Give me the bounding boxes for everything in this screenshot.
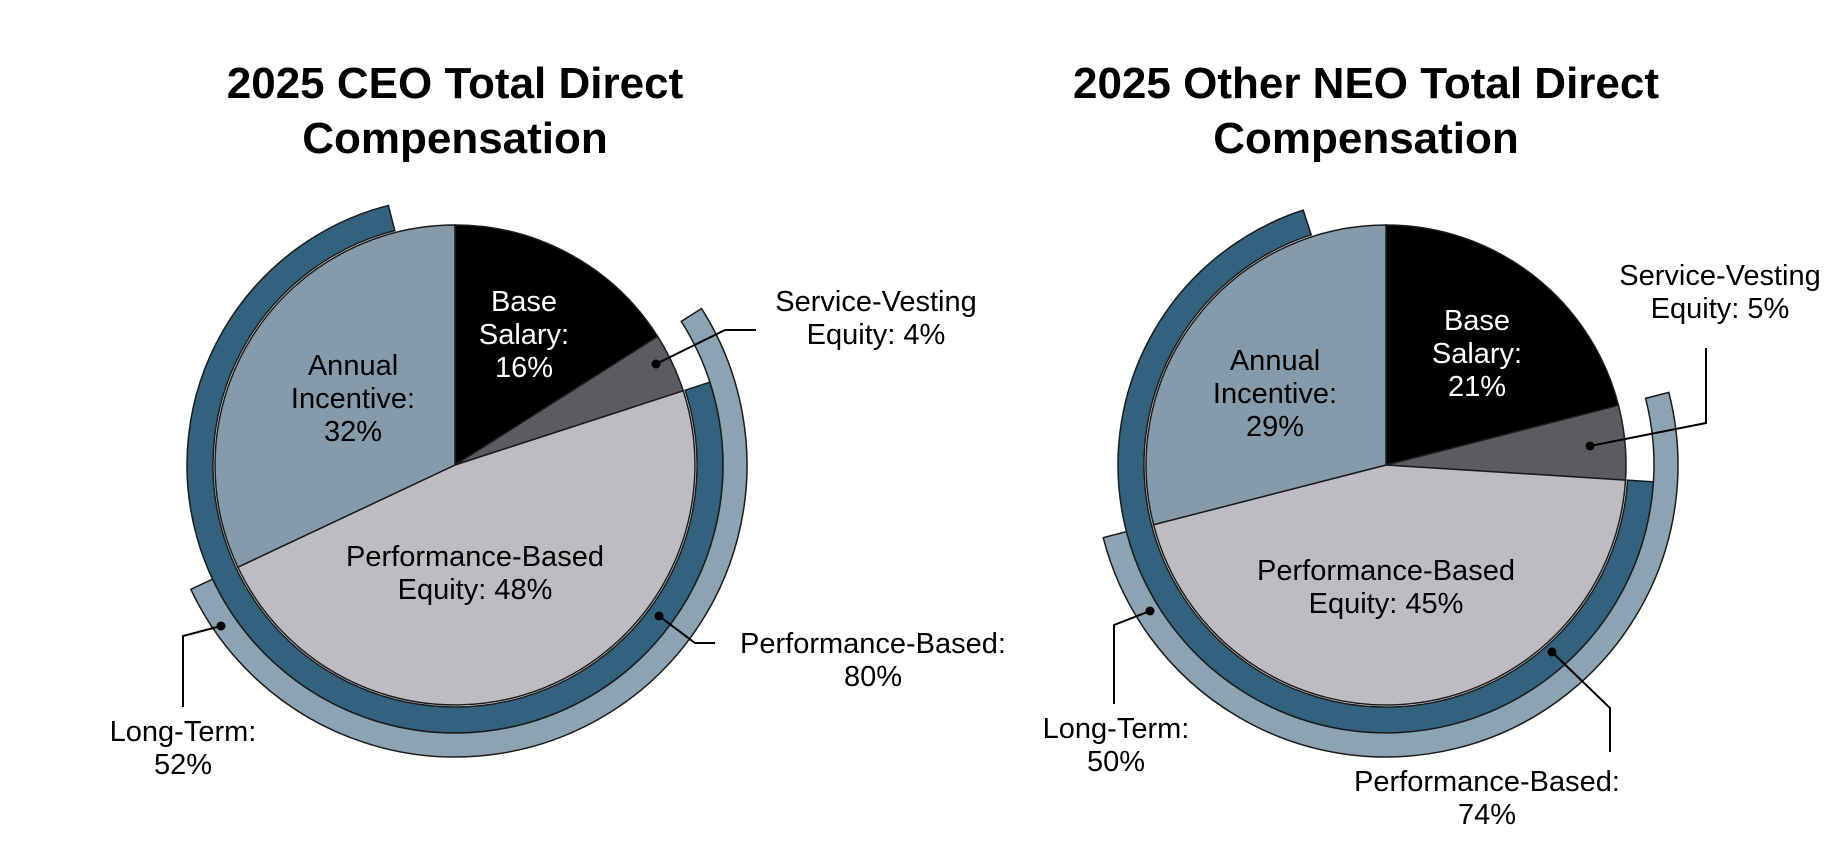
ring-label-performance-ring: 74%: [1458, 799, 1516, 831]
chart-title: Compensation: [1213, 114, 1519, 163]
ring-label-long-term-ring: 50%: [1087, 746, 1145, 778]
ring-label-long-term-ring: Long-Term:: [110, 716, 257, 748]
ring-label-long-term-ring: Long-Term:: [1043, 713, 1190, 745]
slice-label-performance-equity: Performance-Based: [1257, 555, 1515, 587]
slice-label-performance-equity: Equity: 48%: [398, 574, 553, 606]
ring-long-term: [1102, 391, 1679, 758]
slice-label-annual-incentive: Incentive:: [291, 383, 415, 415]
slice-label-base-salary: 16%: [495, 352, 553, 384]
slice-base-salary: [454, 224, 659, 467]
ring-label-long-term-ring: 52%: [154, 749, 212, 781]
ring-performance-ring-leader-dot: [654, 611, 664, 621]
slice-label-annual-incentive: 29%: [1246, 411, 1304, 443]
slice-annual-incentive: [1145, 224, 1387, 526]
slice-label-base-salary: Salary:: [479, 319, 569, 351]
slice-label-service-vesting: Equity: 5%: [1651, 293, 1790, 325]
ring-label-performance-ring: Performance-Based:: [740, 628, 1006, 660]
pie-chart-0: 2025 CEO Total DirectCompensationBaseSal…: [110, 59, 1006, 781]
slice-performance-equity: [236, 389, 696, 706]
ring-long-term-ring-leader-dot: [1145, 606, 1155, 616]
slice-service-vesting-leader-dot: [1585, 441, 1595, 451]
ring-long-term-ring-leader-line: [1113, 610, 1151, 704]
slice-label-annual-incentive: Annual: [1230, 345, 1320, 377]
ring-performance-ring-leader-line: [1551, 651, 1611, 752]
slice-label-performance-equity: Performance-Based: [346, 541, 604, 573]
slice-label-annual-incentive: 32%: [324, 416, 382, 448]
slice-label-base-salary: Salary:: [1432, 338, 1522, 370]
ring-performance-ring-leader-line: [658, 615, 715, 644]
chart-title: 2025 Other NEO Total Direct: [1073, 59, 1659, 108]
slice-label-base-salary: 21%: [1448, 371, 1506, 403]
ring-label-performance-ring: Performance-Based:: [1354, 766, 1620, 798]
slice-label-base-salary: Base: [491, 286, 557, 318]
slice-label-service-vesting: Equity: 4%: [807, 319, 946, 351]
ring-long-term-ring-leader-dot: [216, 621, 226, 631]
slice-service-vesting-leader-line: [655, 329, 756, 365]
slice-label-base-salary: Base: [1444, 305, 1510, 337]
slice-base-salary: [1385, 224, 1620, 466]
slice-annual-incentive: [214, 224, 456, 569]
pie-chart-1: 2025 Other NEO Total DirectCompensationB…: [1043, 59, 1821, 831]
ring-long-term-ring-leader-line: [182, 625, 222, 707]
slice-label-annual-incentive: Incentive:: [1213, 378, 1337, 410]
ring-performance-ring-leader-dot: [1547, 647, 1557, 657]
slice-label-service-vesting: Service-Vesting: [1619, 260, 1821, 292]
slice-performance-equity: [1152, 464, 1627, 706]
slice-label-annual-incentive: Annual: [308, 350, 398, 382]
chart-title: 2025 CEO Total Direct: [227, 59, 684, 108]
ring-long-term: [189, 307, 748, 758]
slice-label-performance-equity: Equity: 45%: [1309, 588, 1464, 620]
ring-label-performance-ring: 80%: [844, 661, 902, 693]
slice-service-vesting-leader-line: [1589, 348, 1707, 447]
slice-label-service-vesting: Service-Vesting: [775, 286, 977, 318]
chart-title: Compensation: [302, 114, 608, 163]
slice-service-vesting-leader-dot: [651, 359, 661, 369]
